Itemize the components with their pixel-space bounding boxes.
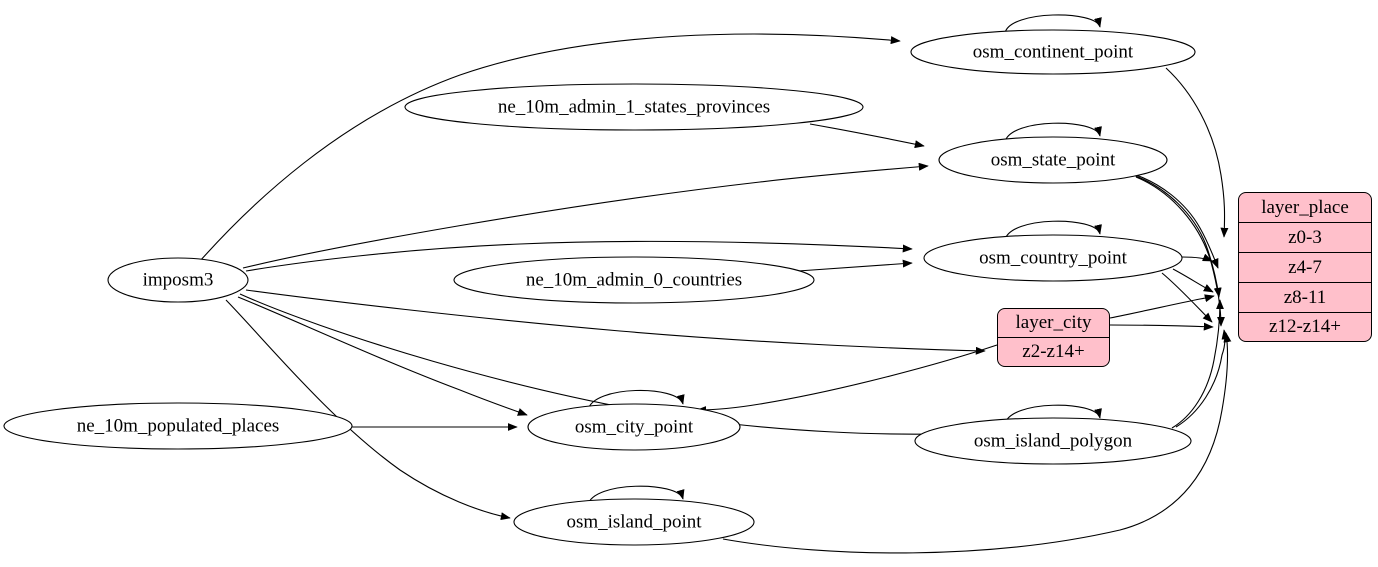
edge-imposm3-osm_continent_point: [199, 33, 901, 262]
record-node-layer_city[interactable]: layer_city z2-z14+: [997, 308, 1110, 367]
selfloop-osm_city_point: [587, 389, 685, 411]
edge-imposm3-osm_state_point: [242, 162, 929, 269]
record-row-z4-7[interactable]: z4-7: [1239, 253, 1371, 283]
edge-imposm3-layer_city: [245, 289, 986, 355]
edge-ne_states-osm_state_point: [809, 123, 925, 149]
node-imposm3[interactable]: imposm3: [107, 257, 249, 303]
record-node-layer_place[interactable]: layer_place z0-3 z4-7 z8-11 z12-z14+: [1238, 192, 1372, 342]
edge-layer_city-osm_city_point: [696, 344, 998, 414]
edge-imposm3-osm_country_point: [245, 240, 913, 272]
edge-ne_countries-osm_country_point: [797, 259, 913, 272]
edge-imposm3-osm_city_point: [237, 296, 528, 416]
selfloop-osm_country_point: [1004, 220, 1102, 241]
edge-osm_state_point-layer_place-z4_7: [1129, 172, 1219, 269]
record-row-z0-3[interactable]: z0-3: [1239, 223, 1371, 253]
node-label: ne_10m_populated_places: [77, 415, 280, 436]
edge-osm_island_point-layer_place-z12_z14: [722, 332, 1232, 554]
node-osm_state_point[interactable]: osm_state_point: [938, 136, 1168, 184]
edge-osm_island_polygon-layer_place-z8_11: [1171, 299, 1224, 429]
node-label: osm_island_polygon: [974, 430, 1133, 451]
node-label: osm_city_point: [575, 416, 694, 437]
edge-osm_country_point-layer_place-z12_z14: [1161, 272, 1213, 323]
selfloop-osm_island_point: [587, 485, 685, 506]
edge-osm_country_point-layer_place-z8_11: [1172, 268, 1214, 293]
record-row-title: layer_place: [1239, 193, 1371, 223]
node-label: ne_10m_admin_1_states_provinces: [498, 96, 770, 117]
record-row-title: layer_city: [998, 309, 1109, 338]
node-ne_10m_admin_1_states_provinces[interactable]: ne_10m_admin_1_states_provinces: [404, 83, 864, 131]
edge-layer: [199, 14, 1232, 554]
node-osm_continent_point[interactable]: osm_continent_point: [910, 29, 1196, 75]
node-label: osm_island_point: [566, 511, 702, 532]
node-label: osm_continent_point: [973, 41, 1134, 62]
edge-layer_city-layer_place-z12_z14: [1109, 322, 1214, 331]
node-layer: imposm3 ne_10m_populated_places ne_10m_a…: [3, 29, 1196, 546]
node-osm_city_point[interactable]: osm_city_point: [527, 403, 741, 451]
node-label: osm_country_point: [979, 247, 1127, 268]
edge-layer_city-layer_place-z8_11: [1109, 294, 1215, 319]
node-osm_country_point[interactable]: osm_country_point: [923, 234, 1183, 282]
node-ne_10m_populated_places[interactable]: ne_10m_populated_places: [3, 402, 353, 450]
node-ne_10m_admin_0_countries[interactable]: ne_10m_admin_0_countries: [453, 256, 815, 304]
node-label: ne_10m_admin_0_countries: [526, 269, 742, 290]
edge-osm_continent_point-layer_place-z0_3: [1165, 67, 1229, 238]
selfloop-osm_island_polygon: [1004, 404, 1102, 425]
record-row-z8-11[interactable]: z8-11: [1239, 283, 1371, 313]
edge-osm_island_polygon-layer_place-z12_z14: [1175, 329, 1230, 428]
node-osm_island_polygon[interactable]: osm_island_polygon: [914, 417, 1192, 465]
node-label: osm_state_point: [991, 149, 1116, 170]
node-osm_island_point[interactable]: osm_island_point: [513, 498, 755, 546]
selfloop-osm_state_point: [1004, 122, 1102, 143]
edge-osm_country_point-layer_place-z4_7: [1181, 253, 1213, 262]
edge-imposm3-osm_island_point: [225, 299, 511, 521]
selfloop-osm_continent_point: [1004, 14, 1102, 34]
record-row-z12-z14plus[interactable]: z12-z14+: [1269, 316, 1341, 337]
edge-osm_state_point-layer_place-z8_11: [1132, 174, 1222, 298]
record-row-z2-z14plus[interactable]: z2-z14+: [1022, 341, 1085, 362]
node-label: imposm3: [143, 269, 214, 290]
